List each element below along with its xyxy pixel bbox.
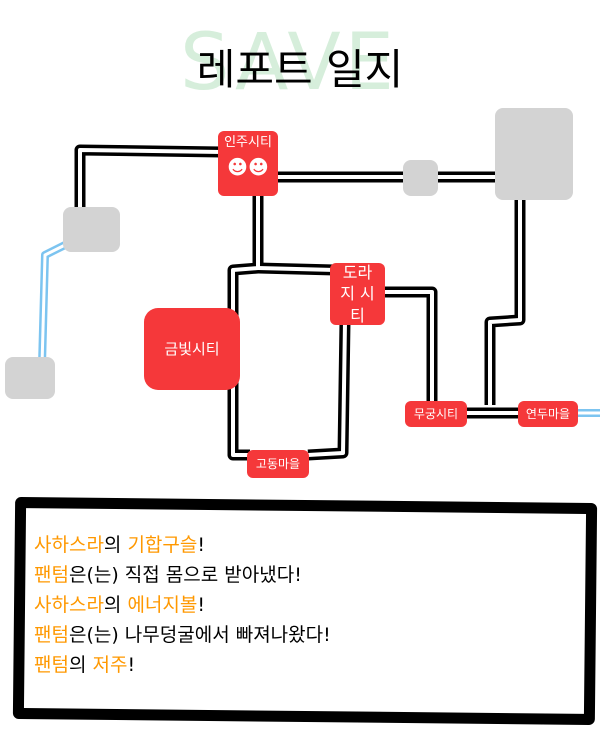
log-line: 사하스라의 에너지볼! — [34, 590, 331, 620]
log-text: ! — [197, 594, 205, 616]
log-text: ! — [197, 534, 205, 556]
city-yeondu[interactable]: 연두마을 — [518, 401, 578, 427]
log-text: ! — [127, 654, 136, 676]
city-mugung[interactable]: 무궁시티 — [405, 401, 467, 427]
log-highlight: 팬텀 — [34, 654, 69, 676]
unknown-location[interactable] — [63, 207, 120, 252]
log-text: 은(는) 직접 몸으로 받아냈다! — [68, 564, 302, 586]
city-doraji[interactable]: 도라지 시티 — [330, 263, 385, 325]
log-text: 의 — [103, 534, 128, 556]
log-highlight: 팬텀 — [34, 564, 69, 586]
log-text: 은(는) 나무덩굴에서 빠져나왔다! — [68, 624, 331, 646]
log-highlight: 팬텀 — [34, 624, 69, 646]
city-geumbit[interactable]: 금빛시티 — [144, 308, 240, 390]
city-inju[interactable]: 인주시티 ☻☻ — [218, 131, 278, 196]
save-watermark: SAVE — [180, 18, 398, 108]
log-line: 팬텀의 저주! — [34, 650, 331, 680]
log-text: 의 — [103, 594, 128, 616]
unknown-location[interactable] — [495, 108, 573, 200]
page-title: 레포트 일지 — [196, 45, 404, 94]
log-highlight: 사하스라 — [34, 534, 104, 556]
log-text: 의 — [68, 654, 93, 676]
log-highlight: 기합구슬 — [127, 534, 198, 556]
battle-log: 사하스라의 기합구슬!팬텀은(는) 직접 몸으로 받아냈다!사하스라의 에너지볼… — [34, 530, 331, 680]
log-highlight: 저주 — [92, 654, 128, 676]
log-highlight: 에너지볼 — [127, 594, 198, 616]
player-party-icon: ☻☻ — [227, 154, 269, 179]
unknown-location[interactable] — [5, 357, 55, 399]
unknown-location[interactable] — [403, 160, 438, 196]
log-line: 팬텀은(는) 직접 몸으로 받아냈다! — [34, 560, 331, 590]
log-highlight: 사하스라 — [34, 594, 104, 616]
log-line: 팬텀은(는) 나무덩굴에서 빠져나왔다! — [34, 620, 331, 650]
log-line: 사하스라의 기합구슬! — [34, 530, 331, 560]
city-label: 인주시티 — [224, 135, 272, 150]
city-godong[interactable]: 고동마을 — [247, 450, 309, 478]
